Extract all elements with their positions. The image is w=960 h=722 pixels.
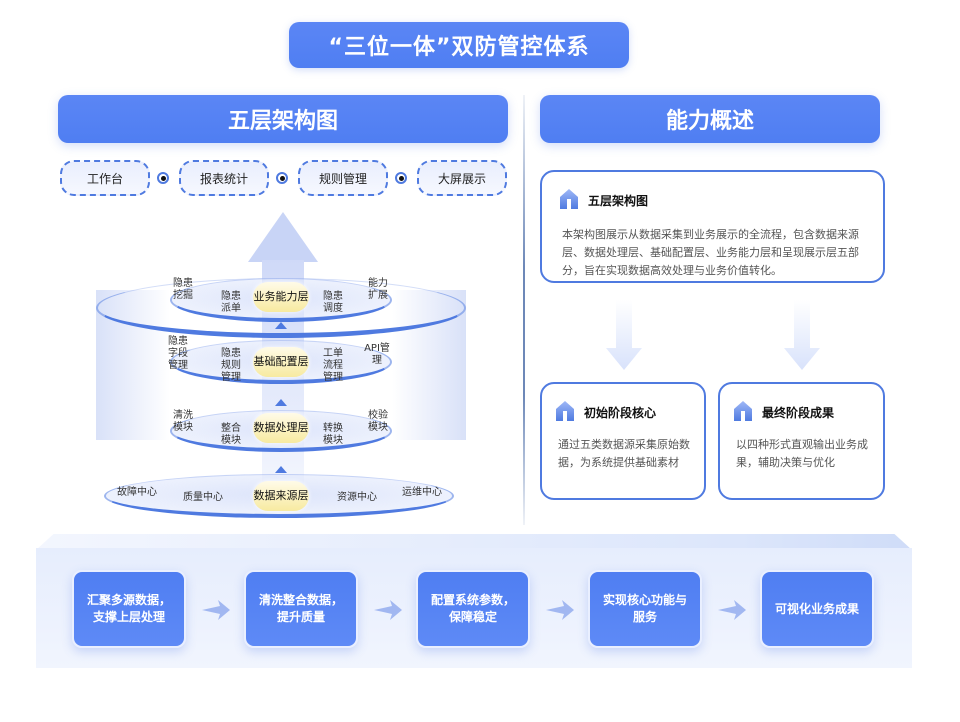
overview-text: 本架构图展示从数据采集到业务展示的全流程，包含数据来源层、数据处理层、基础配置层…: [562, 228, 859, 277]
connector-dot: [276, 172, 288, 184]
flow-band-top: [36, 534, 912, 550]
layer-item: API管理: [364, 343, 390, 366]
layer-item: 工单流程管理: [323, 348, 343, 383]
arrow-right-icon: [374, 600, 402, 620]
layer-config: 基础配置层: [253, 347, 309, 377]
layer-item: 隐患字段管理: [168, 336, 188, 371]
arrow-right-icon: [718, 600, 746, 620]
layer-item: 校验模块: [368, 410, 388, 433]
portal-bigscreen[interactable]: 大屏展示: [417, 160, 507, 196]
stage-title: 最终阶段成果: [762, 406, 835, 420]
layer-processing: 数据处理层: [253, 413, 309, 443]
layer-item: 转换模块: [323, 423, 343, 446]
capability-header: 能力概述: [540, 95, 880, 143]
down-arrow-icon: [784, 300, 820, 370]
page-title: “三位一体”双防管控体系: [289, 22, 629, 68]
flow-step: 配置系统参数，保障稳定: [416, 570, 530, 648]
flow-step: 实现核心功能与服务: [588, 570, 702, 648]
layer-item: 故障中心: [117, 487, 157, 498]
layer-item: 能力扩展: [368, 278, 388, 301]
triangle-up-icon: [275, 399, 287, 406]
layer-item: 整合模块: [221, 423, 241, 446]
layer-business: 业务能力层: [253, 282, 309, 312]
home-icon: [734, 401, 752, 421]
flow-step: 汇聚多源数据，支撑上层处理: [72, 570, 186, 648]
architecture-header: 五层架构图: [58, 95, 508, 143]
home-icon: [560, 189, 578, 209]
layer-item: 运维中心: [402, 487, 442, 498]
up-arrow-icon: [248, 212, 318, 262]
arrow-right-icon: [546, 600, 574, 620]
flow-step: 可视化业务成果: [760, 570, 874, 648]
layer-item: 隐患调度: [323, 291, 343, 314]
triangle-up-icon: [275, 322, 287, 329]
layer-source: 数据来源层: [253, 481, 309, 511]
overview-card: 五层架构图 本架构图展示从数据采集到业务展示的全流程，包含数据来源层、数据处理层…: [540, 170, 885, 283]
layer-item: 隐患规则管理: [221, 348, 241, 383]
stage-title: 初始阶段核心: [584, 406, 657, 420]
stage-text: 通过五类数据源采集原始数据，为系统提供基础素材: [558, 438, 690, 469]
connector-dot: [157, 172, 169, 184]
down-arrow-icon: [606, 300, 642, 370]
stage-text: 以四种形式直观输出业务成果，辅助决策与优化: [736, 438, 868, 469]
arrow-right-icon: [202, 600, 230, 620]
stage-card-initial: 初始阶段核心 通过五类数据源采集原始数据，为系统提供基础素材: [540, 382, 706, 500]
portal-rules[interactable]: 规则管理: [298, 160, 388, 196]
triangle-up-icon: [275, 466, 287, 473]
home-icon: [556, 401, 574, 421]
overview-title: 五层架构图: [588, 194, 649, 208]
flow-step: 清洗整合数据，提升质量: [244, 570, 358, 648]
layer-item: 资源中心: [337, 492, 377, 503]
layer-item: 质量中心: [183, 492, 223, 503]
layer-item: 隐患派单: [221, 291, 241, 314]
portal-reports[interactable]: 报表统计: [179, 160, 269, 196]
connector-dot: [395, 172, 407, 184]
layer-item: 清洗模块: [173, 410, 193, 433]
layer-item: 隐患挖掘: [173, 278, 193, 301]
stage-card-final: 最终阶段成果 以四种形式直观输出业务成果，辅助决策与优化: [718, 382, 885, 500]
portal-workbench[interactable]: 工作台: [60, 160, 150, 196]
section-divider: [523, 95, 525, 525]
